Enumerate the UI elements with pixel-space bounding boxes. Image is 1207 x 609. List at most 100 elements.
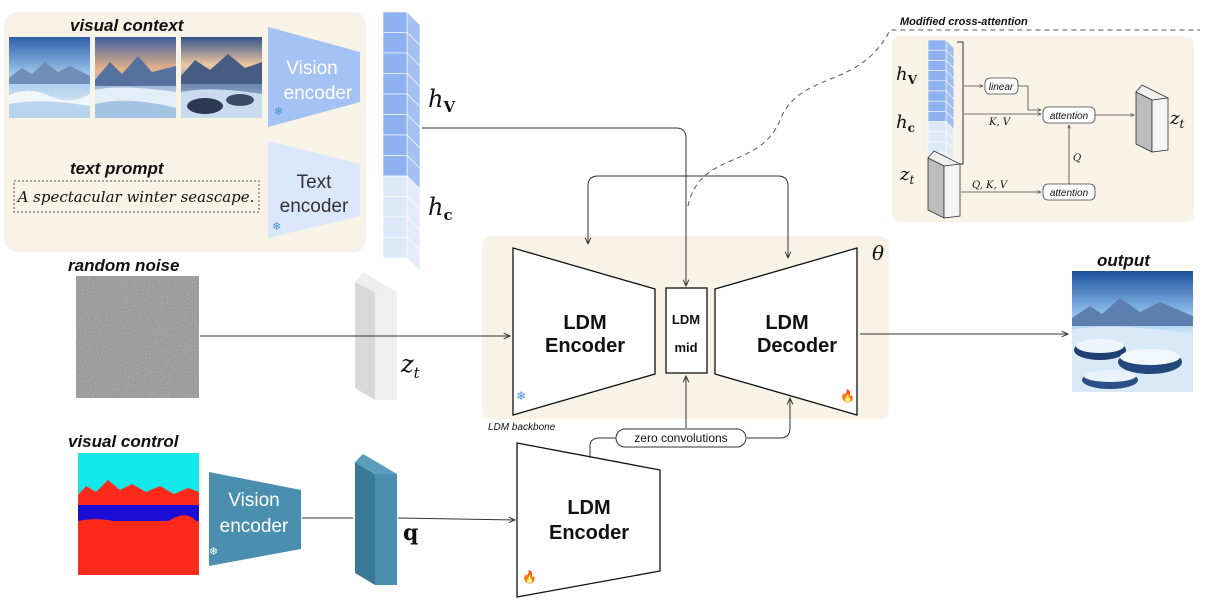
output-label: output [1097, 251, 1151, 270]
control-encoder-label-line1: Vision [228, 490, 279, 511]
control-ldm-encoder-label-line2: Encoder [549, 522, 629, 544]
vision-encoder-label-line1: Vision [286, 58, 337, 79]
q-symbol: q [403, 520, 418, 546]
inset-zt-symbol: zt [899, 164, 914, 187]
vision-encoder-label-line2: encoder [284, 83, 353, 104]
inset-zt-slab-side [927, 157, 945, 219]
ldm-mid-block [665, 287, 708, 374]
hc-symbol: hc [428, 193, 453, 224]
inset-feature-stack [927, 39, 955, 172]
zero-convolutions-box [615, 428, 747, 448]
inset-feature-token [927, 141, 947, 153]
text-encoder-label-line2: encoder [280, 196, 349, 217]
ldm-decoder-block [714, 247, 858, 416]
ldm-mid-label-line1: LDM [672, 312, 700, 327]
control-to-zero-conv-line [589, 437, 616, 458]
text-prompt-label: text prompt [70, 159, 165, 178]
inset-feature-token [927, 131, 947, 143]
visual-context-label: visual context [70, 16, 185, 35]
cross-attention-inset-panel [892, 36, 1194, 222]
feature-token [382, 175, 408, 197]
inset-output-slab-side [1135, 91, 1153, 153]
context-image-2 [95, 37, 176, 118]
inset-connections [961, 86, 1134, 192]
q-slab-side [355, 462, 375, 585]
inset-feature-token [927, 39, 947, 51]
features-to-mid-arrow [422, 127, 686, 286]
feature-token [382, 11, 408, 33]
feature-token [382, 73, 408, 95]
feature-token [382, 93, 408, 115]
feature-token-stack [382, 11, 421, 272]
segmentation-map-image [78, 453, 199, 575]
feature-token [382, 52, 408, 74]
feature-token [382, 196, 408, 218]
inset-qkv-label: Q, K, V [972, 180, 1009, 191]
control-ldm-encoder-label-line1: LDM [567, 497, 610, 519]
inset-hv-symbol: hV [896, 64, 918, 87]
inset-output-slab-front [1151, 97, 1169, 153]
inset-feature-token [927, 121, 947, 133]
inset-hc-symbol: hc [896, 112, 915, 135]
zt-symbol: zt [400, 350, 421, 382]
feature-token [382, 32, 408, 54]
visual-control-label: visual control [68, 432, 180, 451]
inset-callout-line [687, 29, 1200, 207]
feature-token [382, 114, 408, 136]
zt-slab-front [375, 292, 397, 400]
inset-attention-top-label: attention [1050, 111, 1089, 122]
prompt-text: A spectacular winter seascape. [16, 188, 255, 206]
feature-token [382, 155, 408, 177]
ldm-encoder-label-line2: Encoder [545, 335, 625, 357]
inset-feature-token [927, 80, 947, 92]
inset-q-label: Q [1073, 153, 1081, 164]
zt-slab-side [355, 282, 375, 400]
inset-feature-token [927, 60, 947, 71]
ldm-encoder-label-line1: LDM [563, 312, 606, 334]
inset-zt-slab-front [943, 163, 961, 219]
feature-token [382, 216, 408, 238]
noise-image [76, 276, 199, 398]
snowflake-icon: ❄ [272, 221, 281, 233]
zero-convolutions-label: zero convolutions [634, 431, 727, 445]
control-ldm-encoder-block [516, 442, 661, 598]
context-image-1 [9, 37, 90, 118]
snowflake-icon: ❄ [274, 106, 283, 118]
prompt-box [13, 180, 260, 213]
inset-attention-bottom-label: attention [1050, 188, 1089, 199]
ldm-backbone-label: LDM backbone [488, 422, 556, 433]
cross-attention-feed [587, 175, 788, 258]
context-image-3 [181, 37, 262, 118]
text-encoder-block [268, 141, 360, 238]
zero-conv-to-decoder-arrow [747, 398, 790, 439]
q-slab-front [375, 474, 397, 585]
inset-feature-token [927, 90, 947, 102]
feature-token [382, 237, 408, 259]
random-noise-label: random noise [68, 256, 179, 275]
inset-output-zt-symbol: zt [1169, 108, 1184, 131]
inset-feature-token [927, 49, 947, 61]
control-encoder-label-line2: encoder [220, 516, 289, 537]
text-encoder-label-line1: Text [297, 172, 333, 193]
inset-feature-token [927, 100, 947, 112]
fire-icon: 🔥 [840, 389, 855, 403]
snowflake-icon: ❄ [209, 546, 218, 558]
ldm-decoder-label-line1: LDM [765, 312, 808, 334]
fire-icon: 🔥 [522, 570, 537, 584]
ldm-decoder-label-line2: Decoder [757, 335, 837, 357]
snowflake-icon: ❄ [516, 389, 526, 403]
output-image [1072, 271, 1193, 392]
q-to-control-encoder-arrow [397, 518, 515, 520]
inset-feature-token [927, 70, 947, 82]
ldm-mid-label-line2: mid [674, 340, 697, 355]
connections [200, 127, 1068, 520]
modified-cross-attention-label: Modified cross-attention [900, 16, 1028, 28]
inset-feature-token [927, 111, 947, 122]
feature-token [382, 134, 408, 156]
inset-kv-label: K, V [988, 117, 1012, 128]
vision-encoder-block [268, 27, 360, 127]
control-vision-encoder-block [209, 472, 301, 566]
theta-symbol: θ [872, 241, 884, 265]
ldm-encoder-block [512, 247, 656, 416]
